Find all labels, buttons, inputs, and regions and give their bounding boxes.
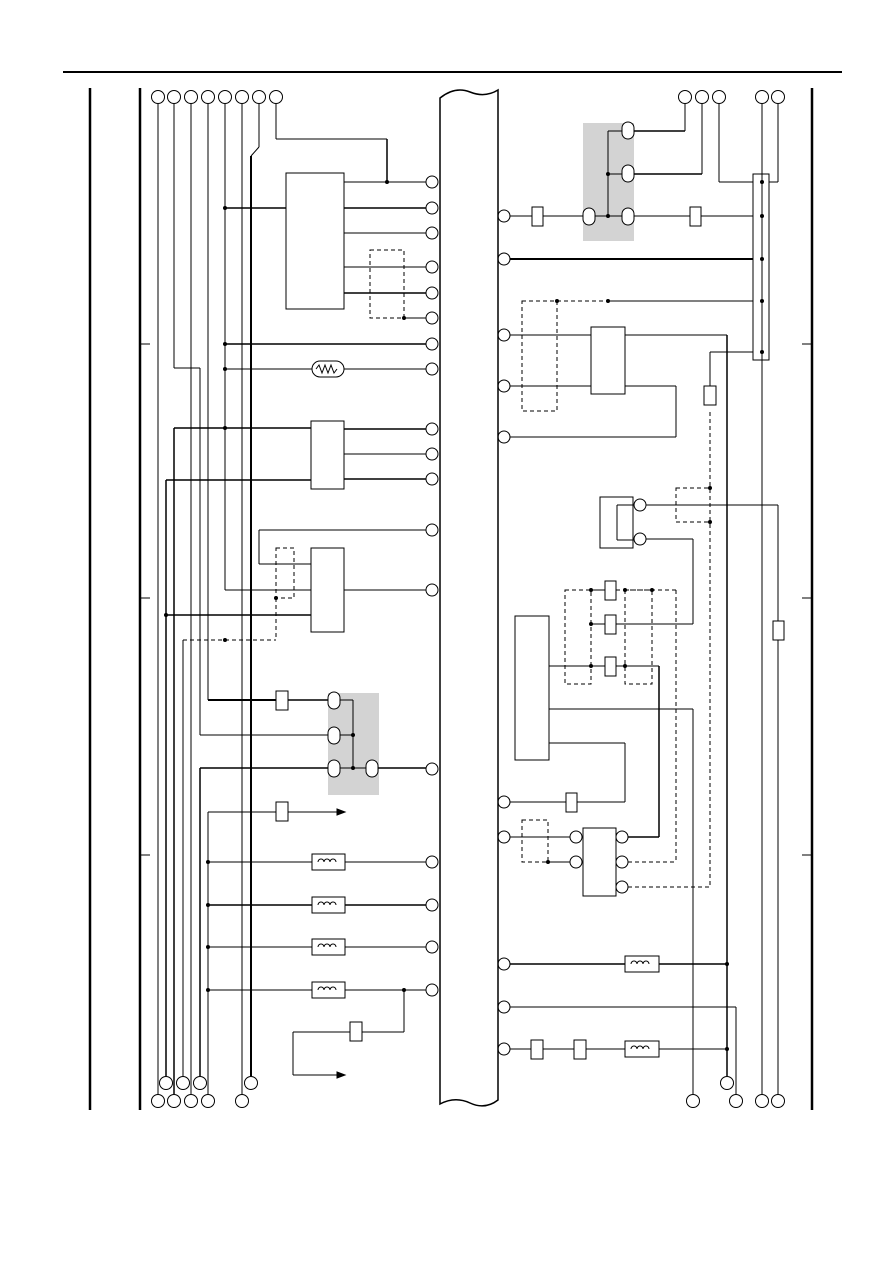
ecu-block	[439, 88, 499, 1107]
right-connector-strip	[752, 173, 770, 361]
bottom-right-connectors	[686, 1076, 785, 1108]
component-box-1	[285, 172, 345, 310]
ecu-right-pins	[497, 209, 511, 1056]
bottom-left-connectors	[151, 1076, 258, 1108]
component-box-a	[590, 326, 626, 395]
component-box-b	[599, 496, 634, 549]
junction-dots	[164, 172, 764, 1051]
component-box-d	[582, 827, 617, 897]
top-right-connectors	[678, 90, 785, 104]
left-coils	[208, 853, 426, 999]
top-left-connectors	[151, 90, 283, 104]
thermistor	[311, 360, 345, 378]
component-box-c	[514, 615, 550, 761]
ecu-left-pins	[425, 175, 439, 997]
component-box-3	[310, 547, 345, 633]
component-box-2	[310, 420, 345, 490]
